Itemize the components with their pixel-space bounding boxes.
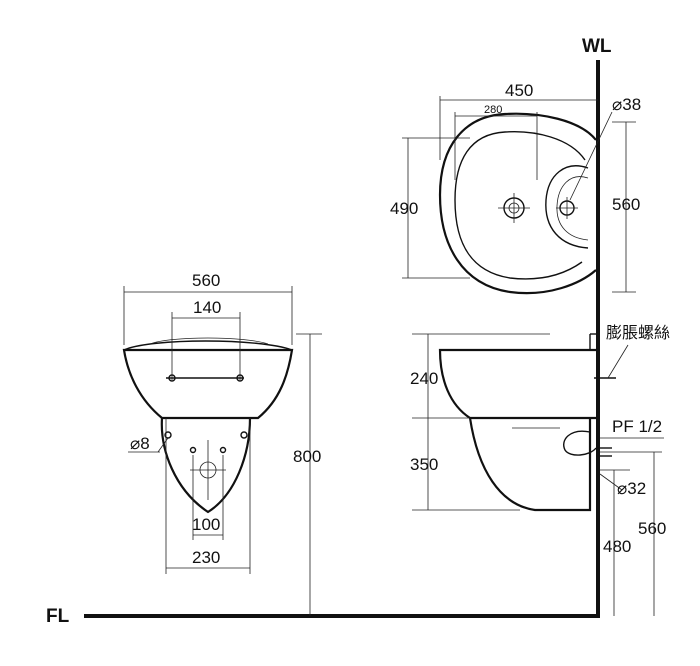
- dim-top-wall-distance: 560: [612, 195, 640, 214]
- floor-label: FL: [46, 606, 70, 627]
- dim-fixing-hole: ⌀8: [130, 434, 150, 453]
- dim-front-width: 560: [192, 271, 220, 290]
- top-view-basin-outline: [438, 112, 597, 295]
- dim-drain-dia: ⌀32: [617, 479, 646, 498]
- top-view: 450 280 490 560 ⌀38: [390, 81, 641, 295]
- dim-front-height: 800: [293, 447, 321, 466]
- dim-bolt-spacing: 140: [193, 298, 221, 317]
- dim-supply-height: 560: [638, 519, 666, 538]
- front-view-rim: [123, 340, 293, 351]
- dim-pedestal-width: 230: [192, 548, 220, 567]
- dim-pedestal-height: 350: [410, 455, 438, 474]
- side-view-basin: [438, 348, 596, 420]
- side-view-pedestal: [468, 417, 592, 512]
- side-view: 膨脹螺絲 PF 1/2 ⌀32 240 350 480 560: [410, 323, 670, 616]
- front-view-pedestal: [160, 417, 252, 514]
- front-view: 560 140 ⌀8 100 230 800: [122, 271, 322, 616]
- wall-label: WL: [582, 36, 612, 57]
- dim-drain-height: 480: [603, 537, 631, 556]
- dim-top-depth: 490: [390, 199, 418, 218]
- front-view-basin: [122, 348, 294, 420]
- side-view-trap: [563, 430, 597, 456]
- top-view-tap-deck: [545, 165, 589, 249]
- top-view-bowl: [454, 131, 586, 280]
- dim-top-width: 450: [505, 81, 533, 100]
- dim-tap-hole: ⌀38: [612, 95, 641, 114]
- dim-pedestal-bolts: 100: [192, 515, 220, 534]
- dim-basin-height: 240: [410, 369, 438, 388]
- drain-fitting-label: PF 1/2: [612, 417, 662, 436]
- anchor-bolt-label: 膨脹螺絲: [606, 323, 670, 342]
- dim-top-inner-width: 280: [484, 104, 502, 116]
